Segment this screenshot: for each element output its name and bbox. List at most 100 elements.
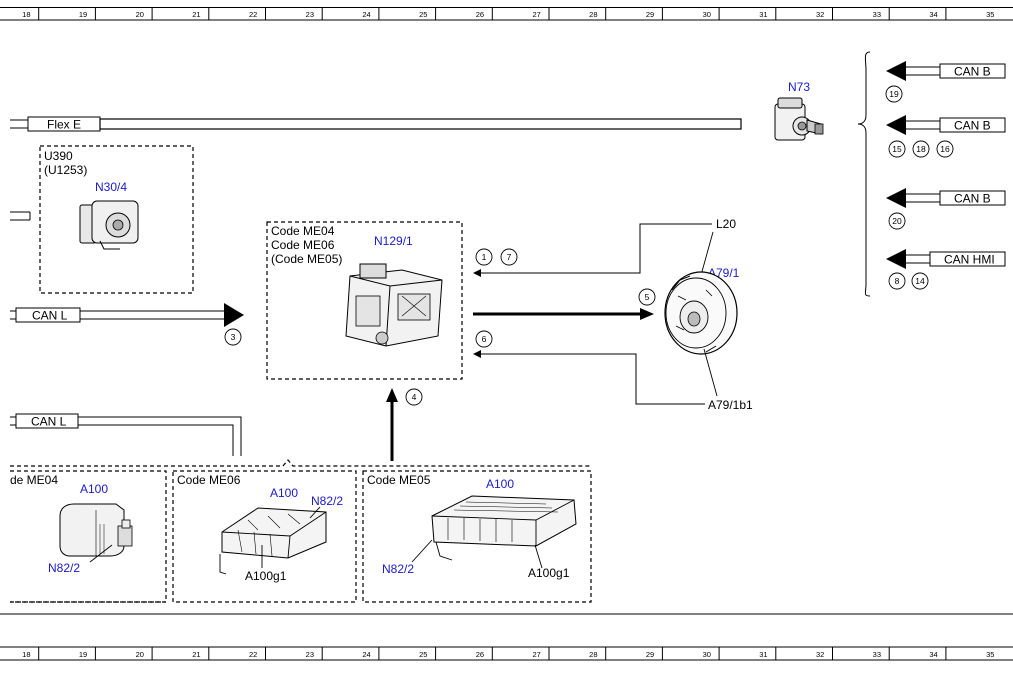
code-me06-label: Code ME06	[271, 238, 335, 252]
can-l-label-2: CAN L	[31, 415, 67, 429]
callout-18: 18	[912, 140, 930, 158]
top-ruler-column-33: 33	[873, 10, 881, 19]
bottom-ruler-column-32: 32	[816, 650, 824, 659]
bottom-ruler-column-20: 20	[136, 650, 144, 659]
l20-label: L20	[716, 217, 736, 231]
callout-15: 15	[888, 140, 906, 158]
can-hmi-bus: CAN HMI	[886, 249, 1006, 269]
can-b-label-1: CAN B	[954, 65, 991, 79]
n30-4-label: N30/4	[95, 180, 127, 194]
bottom-ruler-column-19: 19	[79, 650, 87, 659]
top-ruler-column-25: 25	[419, 10, 427, 19]
top-ruler-column-24: 24	[362, 10, 370, 19]
u390-box: U390 (U1253) N30/4	[39, 145, 194, 294]
a100g1-label-1: A100g1	[245, 569, 287, 583]
me06-box: Code ME06 A100 N82/2 A100g1	[172, 470, 357, 603]
svg-text:16: 16	[940, 144, 950, 154]
top-ruler-column-30: 30	[703, 10, 711, 19]
top-ruler-column-32: 32	[816, 10, 824, 19]
bottom-ruler-column-28: 28	[589, 650, 597, 659]
n30-4-module-icon	[79, 200, 139, 250]
top-ruler-column-23: 23	[306, 10, 314, 19]
top-ruler-column-31: 31	[759, 10, 767, 19]
callout-16: 16	[936, 140, 954, 158]
can-hmi-label: CAN HMI	[944, 253, 995, 267]
svg-text:14: 14	[915, 276, 925, 286]
code-me05-paren-label: (Code ME05)	[271, 252, 342, 266]
svg-text:19: 19	[889, 89, 899, 99]
can-b-label-3: CAN B	[954, 192, 991, 206]
me05-box-title: Code ME05	[367, 473, 431, 487]
code-me04-label: Code ME04	[271, 224, 335, 238]
callout-20: 20	[888, 212, 906, 230]
callout-1: 1	[475, 248, 493, 266]
can-b-bus-3: CAN B	[886, 188, 1006, 208]
callout-3: 3	[224, 328, 242, 346]
n129-1-box: Code ME04 Code ME06 (Code ME05) N129/1	[266, 221, 463, 380]
top-ruler-column-22: 22	[249, 10, 257, 19]
top-ruler-column-35: 35	[986, 10, 994, 19]
bottom-ruler-column-24: 24	[362, 650, 370, 659]
u1253-label: (U1253)	[44, 163, 87, 177]
bottom-ruler-column-31: 31	[759, 650, 767, 659]
flex-e-bus: Flex E	[10, 116, 742, 132]
l20-signal-arrow	[473, 223, 712, 277]
n82-2-label-3: N82/2	[382, 562, 414, 576]
top-ruler-column-21: 21	[192, 10, 200, 19]
can-b-bus-1: CAN B	[886, 61, 1006, 81]
callout-6: 6	[475, 330, 493, 348]
top-ruler-column-29: 29	[646, 10, 654, 19]
a100g1-label-2: A100g1	[528, 566, 570, 580]
bottom-ruler-column-33: 33	[873, 650, 881, 659]
a100-label-1: A100	[80, 482, 108, 496]
svg-text:20: 20	[892, 216, 902, 226]
bottom-ruler-column-34: 34	[929, 650, 937, 659]
a100-label-3: A100	[486, 477, 514, 491]
svg-text:7: 7	[507, 252, 512, 262]
n129-1-control-unit-icon	[345, 263, 443, 347]
n82-2-label-1: N82/2	[48, 561, 80, 575]
me06-box-title: Code ME06	[177, 473, 241, 487]
can-l-bus-2: CAN L	[10, 413, 242, 456]
bottom-ruler-column-29: 29	[646, 650, 654, 659]
svg-text:1: 1	[482, 252, 487, 262]
svg-text:15: 15	[892, 144, 902, 154]
a100-battery-icon-2	[219, 507, 327, 575]
callout-5: 5	[638, 288, 656, 306]
bottom-ruler-column-26: 26	[476, 650, 484, 659]
svg-text:18: 18	[916, 144, 926, 154]
can-l-bus-1: CAN L	[10, 303, 244, 327]
callout-8: 8	[888, 272, 906, 290]
top-ruler-column-20: 20	[136, 10, 144, 19]
n73-ignition-switch-icon	[774, 97, 824, 141]
n129-1-label: N129/1	[374, 234, 413, 248]
top-ruler-column-18: 18	[22, 10, 30, 19]
svg-text:4: 4	[412, 392, 417, 402]
bottom-ruler-column-21: 21	[192, 650, 200, 659]
a79-1b1-signal-arrow	[473, 350, 705, 405]
a79-1-starter-generator-icon	[664, 271, 738, 355]
bottom-ruler-column-18: 18	[22, 650, 30, 659]
top-ruler-column-34: 34	[929, 10, 937, 19]
callout-7: 7	[500, 248, 518, 266]
top-ruler-column-19: 19	[79, 10, 87, 19]
top-ruler-column-27: 27	[532, 10, 540, 19]
bottom-ruler-column-35: 35	[986, 650, 994, 659]
bottom-ruler-column-22: 22	[249, 650, 257, 659]
a100-label-2: A100	[270, 486, 298, 500]
can-b-bus-2: CAN B	[886, 115, 1006, 135]
bottom-ruler-column-25: 25	[419, 650, 427, 659]
bottom-ruler-column-23: 23	[306, 650, 314, 659]
me04-box: de ME04 A100 N82/2	[10, 470, 167, 603]
u390-label: U390	[44, 149, 73, 163]
callout-19: 19	[885, 85, 903, 103]
svg-text:6: 6	[482, 334, 487, 344]
n73-label: N73	[788, 80, 810, 94]
callout-4: 4	[405, 388, 423, 406]
top-ruler-column-26: 26	[476, 10, 484, 19]
can-l-label-1: CAN L	[32, 309, 68, 323]
